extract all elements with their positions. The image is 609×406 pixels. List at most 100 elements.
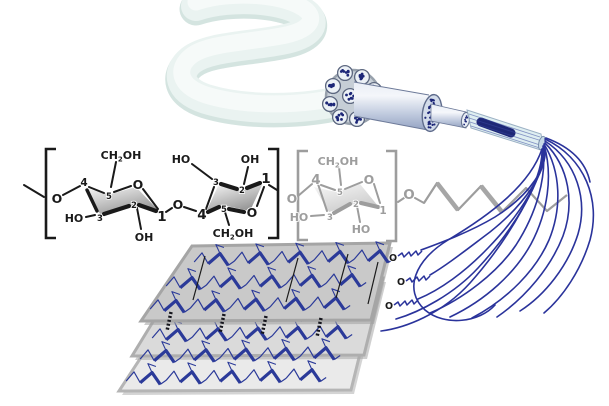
fibril-dot [347, 97, 351, 101]
ghost-glycosidic-oxygen-label: O [403, 187, 414, 203]
ghost-c1-label: 1 [379, 205, 386, 217]
ring1-front-bonds [101, 202, 159, 217]
thread [519, 140, 583, 312]
thread [449, 144, 550, 318]
fibril-dot [428, 105, 431, 109]
cellulose-molecular-threads [380, 137, 595, 332]
ring2-c1-label: 1 [261, 171, 270, 187]
cellulose-fiber-ribbon [165, 0, 369, 128]
fibril-dot [336, 118, 340, 122]
ring1-bonds [62, 161, 197, 230]
fibril-dot [355, 118, 359, 122]
ring2-shade [207, 185, 262, 211]
glucan-chain-ghost: CH2OH 4 5 O O HO 3 2 HO 1 O [286, 149, 568, 243]
ring2-c3-label: 3 [213, 178, 219, 188]
sheet-oxygen-links: O O O [384, 250, 431, 313]
fibril-dot [337, 113, 341, 117]
microfibril-outline [353, 81, 434, 132]
ring1-c3-label: 3 [97, 214, 103, 224]
fibril-dot [332, 83, 335, 86]
macrofibril-bundle [336, 64, 354, 82]
fibril-dot [424, 116, 427, 119]
fibril-dot [432, 101, 435, 105]
intra-sheet-hydrogen-bonds [192, 253, 379, 305]
thread-to-sheet [395, 148, 544, 320]
fibril-dot [345, 93, 348, 97]
ring1-oxygen-label: O [133, 177, 144, 192]
ring2-oxygen-label: O [247, 205, 258, 220]
fibril-dot [332, 102, 336, 106]
crystalline-core [476, 117, 516, 138]
thread [543, 138, 595, 314]
ghost-c2-label: 2 [353, 200, 359, 210]
fibril-dot [431, 123, 434, 126]
thread [471, 143, 559, 319]
close-bracket [268, 147, 280, 240]
fibril-dot [432, 99, 435, 102]
fibril-dot [427, 126, 430, 129]
linker-spring [405, 275, 431, 283]
fibril-dot [355, 121, 358, 124]
ring1-ch2oh-label: CH2OH [101, 149, 142, 164]
sheet-oxygen-label: O [385, 301, 393, 312]
fibril-dot [325, 101, 329, 105]
ring1-c2-label: 2 [131, 201, 137, 211]
fibril-dot [427, 123, 430, 126]
fibril-dot [358, 74, 362, 77]
sheet-oxygen-label: O [389, 253, 397, 264]
thread-to-sheet [429, 146, 546, 276]
fibril-dot [464, 118, 466, 121]
ring2-front-bonds [205, 180, 263, 215]
fibril-dot [348, 92, 352, 96]
fibril-dot [465, 115, 468, 118]
ghost-ring-bonds [297, 166, 425, 223]
thread [429, 145, 545, 314]
linker-spring [397, 250, 423, 258]
thread [496, 142, 570, 318]
ring2-c2-label: 2 [239, 186, 245, 196]
ghost-close-bracket [386, 149, 398, 243]
ghost-left-oxygen-label: O [287, 191, 298, 206]
fibril-dot [463, 123, 466, 126]
ghost-ring-wedge-bond [317, 183, 328, 212]
ghost-c5-label: 5 [337, 188, 343, 198]
fibril-dot [464, 120, 467, 123]
ghost-c3-label: 3 [327, 213, 333, 223]
ghost-zigzag-thick [435, 181, 504, 214]
macrofibril-bundle [331, 108, 349, 126]
fibril-dot [360, 72, 364, 76]
fibril-dot [330, 85, 333, 89]
thread-loop [413, 148, 543, 322]
elementary-fibril-body [430, 103, 467, 129]
fibril-dot [465, 116, 467, 119]
ring1-ho-label: HO [65, 212, 84, 225]
sheet-oxygen-label: O [397, 277, 405, 288]
ring2-c4-label: 4 [197, 207, 206, 223]
macrofibril-bundle [324, 77, 342, 95]
ring1-c4-label: 4 [80, 177, 87, 189]
chain-bundle-dots [463, 115, 469, 126]
linker-spring [393, 299, 419, 307]
fibril-dot [340, 118, 343, 121]
fibril-dot [339, 70, 343, 73]
ghost-ho-label: HO [290, 211, 309, 224]
ghost-ring-oxygen-label: O [364, 172, 375, 187]
ring1-wedge-bond [85, 188, 99, 213]
macrofibril-bundle [321, 95, 339, 113]
fibril-dot [341, 113, 345, 117]
ring2-ho-label: HO [172, 153, 191, 166]
ring2-c5-label: 5 [221, 205, 227, 215]
fibril-dot [349, 96, 353, 100]
ribbon-highlight [173, 0, 361, 113]
cellobiose-repeat-structure: O 4 CH2OH 5 O 2 3 1 HO OH O HO 3 OH 1 2 … [23, 147, 280, 245]
ring1-c1-label: 1 [157, 209, 166, 225]
fibril-dot [427, 121, 430, 124]
fibril-dot [428, 111, 431, 114]
glycosidic-oxygen-label: O [173, 197, 184, 212]
ghost-c4-label: 4 [311, 172, 320, 188]
macrofibril-circle [331, 108, 349, 126]
microfibril-body [354, 82, 433, 131]
ghost-ring-shade [314, 184, 378, 212]
fibril-dot [342, 70, 346, 73]
